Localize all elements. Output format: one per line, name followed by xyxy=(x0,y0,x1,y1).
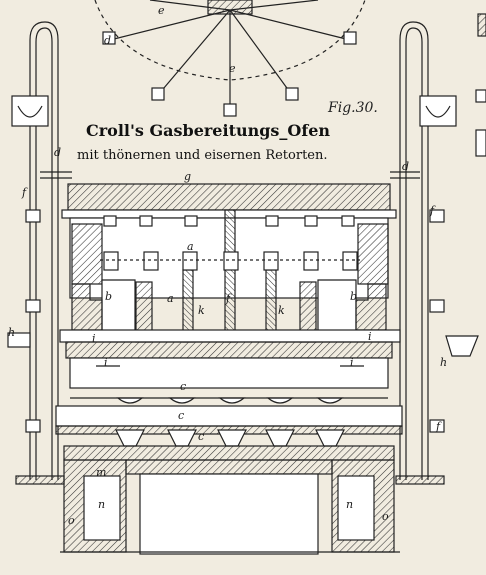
label-k-left: k xyxy=(198,304,205,317)
charging-wheel xyxy=(94,0,366,117)
label-f-left: f xyxy=(21,186,28,199)
label-b-left: b xyxy=(105,290,112,303)
label-a-upper: a xyxy=(187,240,194,253)
label-e-center: e xyxy=(229,62,236,75)
furnace-body xyxy=(55,183,403,555)
figure-title: Croll's Gasbereitungs_Ofen xyxy=(86,121,330,140)
label-k-right: k xyxy=(278,304,285,317)
label-i-right-top: i xyxy=(368,330,372,343)
right-pipe-column xyxy=(390,13,486,485)
label-d-right: d xyxy=(402,160,409,173)
label-c-upper: c xyxy=(180,380,186,393)
left-pipe-column xyxy=(7,21,72,485)
label-h-right: h xyxy=(440,356,447,369)
label-m: m xyxy=(96,466,106,479)
label-a-lower: a xyxy=(167,292,174,305)
label-f-right-low: f xyxy=(435,420,442,433)
label-i-left: i xyxy=(104,356,108,369)
label-c-middle: c xyxy=(178,409,184,422)
part-labels: e e d d d g f f f f a a b b k k h h i i … xyxy=(8,4,447,527)
label-d-left: d xyxy=(54,146,61,159)
figure-number: Fig.30. xyxy=(327,100,378,116)
label-e-top: e xyxy=(158,4,165,17)
label-d-wheel: d xyxy=(104,34,111,47)
label-n-right: n xyxy=(346,498,353,511)
label-n-left: n xyxy=(98,498,105,511)
label-i-right: i xyxy=(350,356,354,369)
label-f-right: f xyxy=(429,204,436,217)
label-i-left-top: i xyxy=(92,332,96,345)
label-o-left: o xyxy=(68,514,75,527)
label-b-right: b xyxy=(350,290,357,303)
label-g: g xyxy=(184,170,191,183)
label-h-left: h xyxy=(8,326,15,339)
label-c-lower: c xyxy=(198,430,204,443)
label-f-center: f xyxy=(225,292,232,305)
label-o-right: o xyxy=(382,510,389,523)
figure-subtitle: mit thönernen und eisernen Retorten. xyxy=(77,148,328,163)
